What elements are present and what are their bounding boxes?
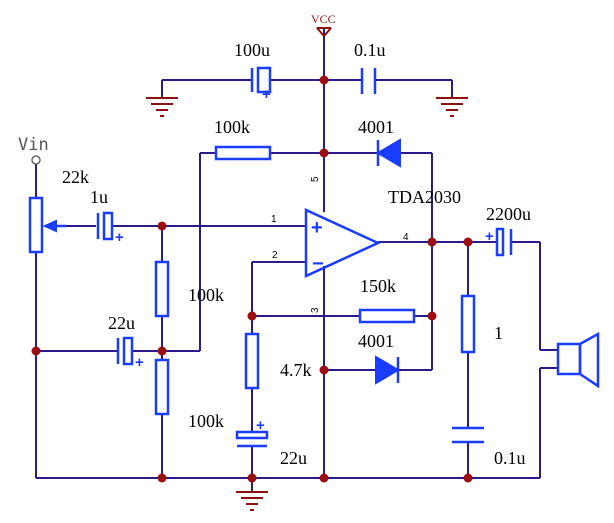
label-c-22u-left: 22u [108, 313, 135, 333]
pin-4-label: 4 [403, 232, 409, 243]
resistor-icon [460, 294, 476, 354]
label-d-4001-top: 4001 [358, 117, 394, 137]
label-r-100k-top: 100k [214, 117, 250, 137]
opamp-plus-sign: + [311, 217, 323, 239]
label-ic-name: TDA2030 [388, 187, 461, 207]
capacitor-icon: + [235, 417, 269, 448]
capacitor-icon: + [116, 336, 144, 371]
ground-icon [436, 97, 468, 117]
label-c-100u: 100u [234, 40, 270, 60]
resistor-icon [154, 260, 170, 318]
pin-1-label: 1 [271, 214, 277, 225]
label-vin: Vin [18, 135, 49, 155]
resistor-icon [214, 145, 272, 161]
capacitor-icon [452, 426, 484, 444]
opamp-icon: + − [304, 208, 382, 278]
vcc-terminal: VCC [311, 12, 336, 38]
pin-3-label: 3 [310, 307, 321, 313]
capacitor-icon: + [485, 227, 513, 257]
label-r-100k-left: 100k [188, 285, 224, 305]
polarity-plus: + [135, 354, 144, 371]
ground-icon [146, 97, 178, 117]
label-r-4k7: 4.7k [280, 360, 312, 380]
pin-5-label: 5 [310, 176, 321, 182]
pin-2-label: 2 [272, 250, 278, 261]
label-c-2200u: 2200u [486, 204, 531, 224]
polarity-plus: + [256, 417, 265, 434]
wires [35, 28, 558, 492]
speaker-icon [556, 331, 600, 389]
label-d-4001-bottom: 4001 [358, 331, 394, 351]
label-r-100k-bottom: 100k [188, 411, 224, 431]
resistor-icon [358, 308, 416, 324]
label-c-1u: 1u [90, 187, 108, 207]
junction-dots [31, 75, 473, 483]
capacitor-icon: + [96, 211, 124, 246]
vcc-label: VCC [311, 12, 336, 26]
label-r-1: 1 [494, 323, 503, 343]
resistor-icon [244, 332, 260, 390]
capacitor-icon: + [250, 66, 272, 103]
vin-terminal-icon [31, 155, 41, 165]
label-c-01u-bottom: 0.1u [494, 448, 526, 468]
label-r-150k: 150k [360, 276, 396, 296]
opamp-minus-sign: − [312, 253, 324, 275]
diode-icon [376, 138, 401, 168]
polarity-plus: + [485, 228, 494, 245]
diode-icon [375, 355, 400, 385]
resistor-icon [154, 358, 170, 416]
label-c-22u-bottom: 22u [280, 448, 307, 468]
capacitor-icon [360, 68, 377, 94]
polarity-plus: + [115, 229, 124, 246]
potentiometer-icon [28, 196, 66, 254]
polarity-plus: + [262, 86, 271, 103]
label-c-01u-top: 0.1u [354, 40, 386, 60]
label-r-22k: 22k [62, 167, 89, 187]
ground-icon [236, 491, 268, 511]
